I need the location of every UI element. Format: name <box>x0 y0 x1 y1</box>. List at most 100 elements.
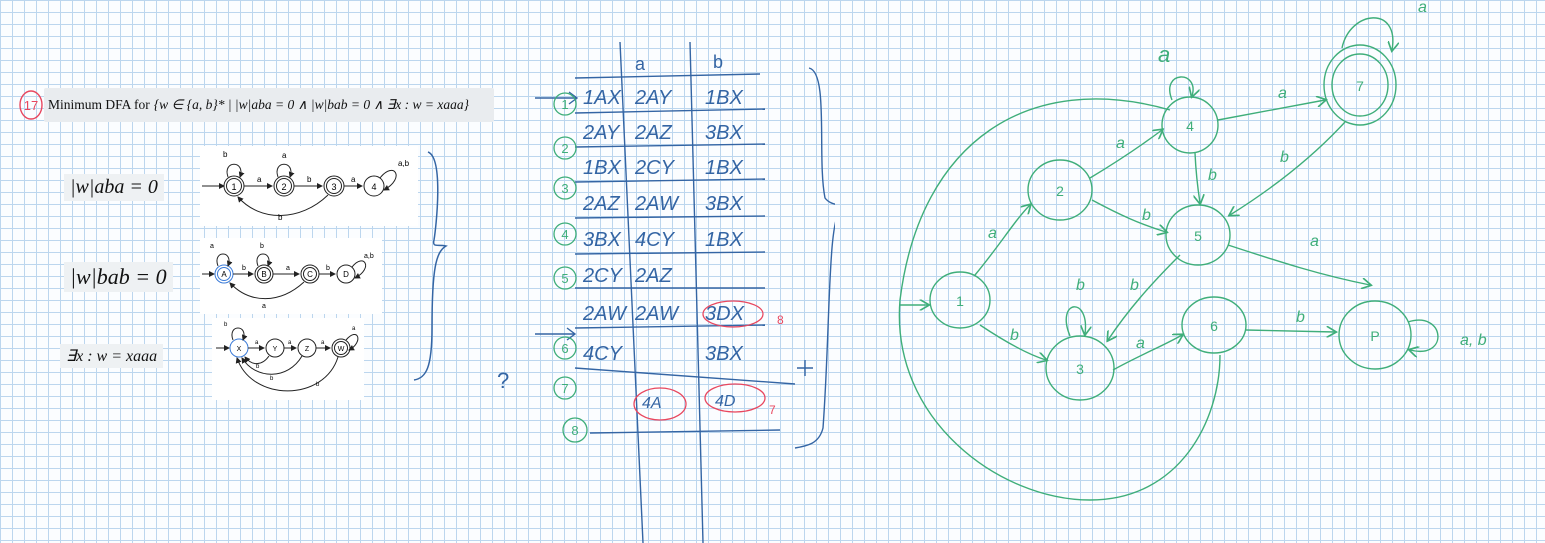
svg-text:Y: Y <box>273 346 278 353</box>
svg-text:1BX: 1BX <box>705 87 743 109</box>
problem-title: Minimum DFA for {w ∈ {a, b}* | |w|aba = … <box>44 88 494 122</box>
svg-text:4D: 4D <box>715 393 736 410</box>
svg-text:b: b <box>256 364 260 370</box>
svg-text:P: P <box>1370 328 1379 344</box>
svg-text:b: b <box>1208 167 1217 184</box>
problem-number-circle: 17 <box>19 90 43 120</box>
svg-text:7: 7 <box>769 403 776 417</box>
svg-text:a: a <box>282 151 287 160</box>
svg-text:6: 6 <box>561 341 568 356</box>
minimum-dfa-diagram: 1 2 3 4 5 6 7 P a b a b a b b a b a b a … <box>898 0 1487 501</box>
svg-text:W: W <box>338 346 345 353</box>
transition-table: a b 1AX 2AY 1BX 2AY 2AZ 3BX 1BX 2CY 1BX … <box>497 41 835 543</box>
svg-text:b: b <box>1142 207 1151 224</box>
svg-text:a: a <box>351 175 356 184</box>
row-5-state: 3BX <box>583 229 621 251</box>
svg-text:5: 5 <box>1194 228 1202 244</box>
svg-text:2: 2 <box>561 141 568 156</box>
svg-text:b: b <box>242 265 246 272</box>
svg-text:3DX: 3DX <box>705 303 745 325</box>
svg-text:4: 4 <box>371 182 376 192</box>
svg-text:2AZ: 2AZ <box>634 122 672 144</box>
title-math: {w ∈ {a, b}* | |w|aba = 0 ∧ |w|bab = 0 ∧… <box>153 97 470 112</box>
svg-text:2: 2 <box>281 182 286 192</box>
svg-text:a: a <box>352 326 356 332</box>
svg-text:b: b <box>1280 149 1289 166</box>
svg-text:1: 1 <box>956 293 964 309</box>
dfa-state-6 <box>1181 296 1247 354</box>
svg-text:a: a <box>255 340 259 346</box>
brace-left-group <box>413 151 448 381</box>
svg-text:Z: Z <box>305 346 310 353</box>
svg-text:X: X <box>237 346 242 353</box>
svg-text:3: 3 <box>331 182 336 192</box>
svg-text:b: b <box>326 265 330 272</box>
dfa-bab-diagram: A B C D a b b a b a,b a <box>200 238 382 314</box>
svg-text:4: 4 <box>1186 118 1194 134</box>
svg-text:1: 1 <box>231 182 236 192</box>
row-6-state: 2CY <box>582 265 624 287</box>
svg-text:2AY: 2AY <box>634 87 673 109</box>
svg-text:a: a <box>210 243 214 250</box>
svg-text:2: 2 <box>1056 183 1064 199</box>
row-4-state: 2AZ <box>582 193 620 215</box>
svg-text:C: C <box>307 270 313 279</box>
dfa-state-P <box>1338 300 1412 370</box>
svg-text:7: 7 <box>1356 78 1364 94</box>
svg-text:b: b <box>1076 277 1085 294</box>
svg-text:6: 6 <box>1210 318 1218 334</box>
svg-text:b: b <box>223 150 228 159</box>
svg-text:3: 3 <box>1076 361 1084 377</box>
svg-text:a: a <box>1418 0 1427 16</box>
svg-text:4A: 4A <box>642 395 662 412</box>
svg-text:b: b <box>1010 327 1019 344</box>
svg-text:a: a <box>988 225 997 242</box>
svg-text:1BX: 1BX <box>705 157 743 179</box>
svg-text:8: 8 <box>571 423 578 438</box>
svg-text:b: b <box>224 322 228 328</box>
svg-text:b: b <box>1296 309 1305 326</box>
svg-text:a: a <box>1278 85 1287 102</box>
svg-text:b: b <box>316 382 320 388</box>
svg-text:7: 7 <box>561 381 568 396</box>
row-7-state: 2AW <box>582 303 628 325</box>
header-a: a <box>635 54 646 74</box>
dfa-aba-diagram: 1 2 3 4 b a a b a a,b b <box>200 146 418 226</box>
svg-text:a: a <box>286 265 290 272</box>
svg-text:b: b <box>278 213 283 222</box>
lang-label-bab: |w|bab = 0 <box>64 262 173 292</box>
row-2-state: 2AY <box>582 122 621 144</box>
svg-text:2AW: 2AW <box>634 193 680 215</box>
svg-text:a,b: a,b <box>398 159 410 168</box>
problem-number: 17 <box>24 98 38 113</box>
question-mark: ? <box>497 368 509 393</box>
title-prefix: Minimum DFA for <box>48 97 150 112</box>
svg-text:b: b <box>260 243 264 250</box>
row-1-state: 1AX <box>583 87 621 109</box>
svg-text:b: b <box>307 175 312 184</box>
header-b: b <box>713 52 723 72</box>
svg-text:a: a <box>1310 233 1319 250</box>
svg-text:a: a <box>1116 135 1125 152</box>
svg-text:2AZ: 2AZ <box>634 265 672 287</box>
svg-text:3BX: 3BX <box>705 343 743 365</box>
svg-text:2CY: 2CY <box>634 157 676 179</box>
svg-text:a, b: a, b <box>1460 332 1487 349</box>
svg-text:a: a <box>288 340 292 346</box>
svg-text:A: A <box>221 270 227 279</box>
svg-text:3BX: 3BX <box>705 193 743 215</box>
svg-text:8: 8 <box>777 313 784 327</box>
lang-label-xaaa: ∃x : w = xaaa <box>60 344 164 368</box>
svg-text:1: 1 <box>561 97 568 112</box>
svg-text:4CY: 4CY <box>635 229 676 251</box>
svg-text:2AW: 2AW <box>634 303 680 325</box>
svg-text:a,b: a,b <box>364 253 374 260</box>
svg-text:a: a <box>257 175 262 184</box>
svg-text:3BX: 3BX <box>705 122 743 144</box>
dfa-state-7 <box>1323 44 1397 126</box>
row-3-state: 1BX <box>583 157 621 179</box>
dfa-xaaa-diagram: X Y Z W b a a a a b b b <box>212 318 364 400</box>
svg-text:4: 4 <box>561 227 568 242</box>
svg-text:1BX: 1BX <box>705 229 743 251</box>
svg-text:D: D <box>343 270 349 279</box>
